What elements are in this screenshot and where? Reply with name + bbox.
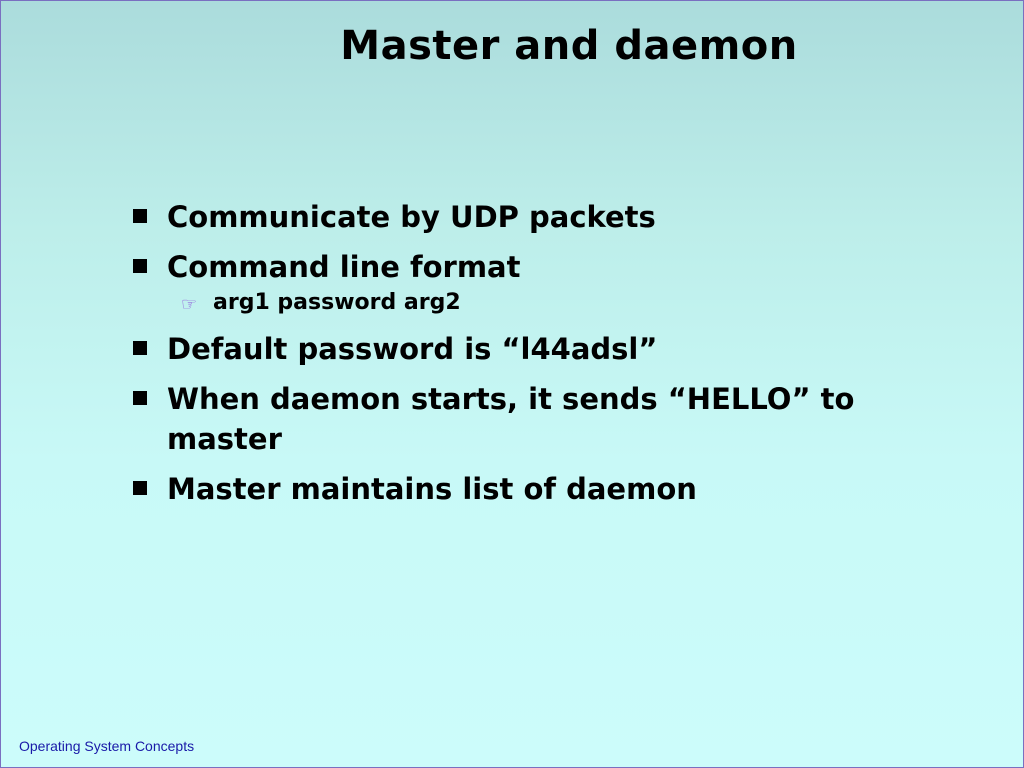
bullet-text: Command line format [167,250,521,284]
bullet-text: Communicate by UDP packets [167,200,656,234]
footer-text: Operating System Concepts [19,738,195,754]
square-bullet-icon [133,481,147,495]
bullet-list: Communicate by UDP packets Command line … [129,197,889,519]
bullet-item: Default password is “l44adsl” [129,329,889,369]
bullet-item: Command line format [129,247,889,287]
bullet-text: Master maintains list of daemon [167,472,697,506]
square-bullet-icon [133,341,147,355]
pointing-hand-icon: ☞ [181,294,198,315]
sub-bullet-text: arg1 password arg2 [213,290,461,315]
bullet-text: Default password is “l44adsl” [167,332,658,366]
square-bullet-icon [133,391,147,405]
bullet-item: Master maintains list of daemon [129,469,889,509]
square-bullet-icon [133,209,147,223]
square-bullet-icon [133,259,147,273]
bullet-item: Communicate by UDP packets [129,197,889,237]
bullet-text: When daemon starts, it sends “HELLO” to … [167,382,855,456]
sub-bullet-item: ☞ arg1 password arg2 [129,289,889,317]
bullet-item: When daemon starts, it sends “HELLO” to … [129,379,889,459]
slide-title: Master and daemon [340,23,798,69]
